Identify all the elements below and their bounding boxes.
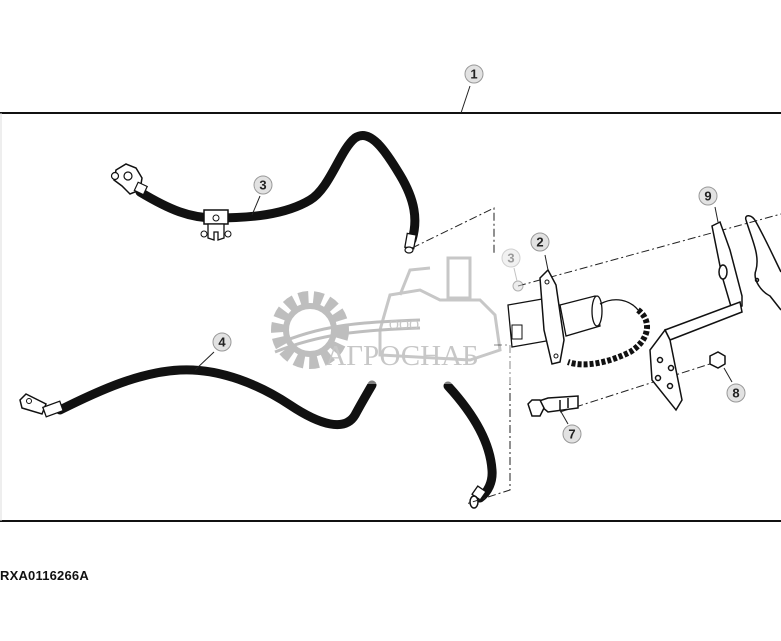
- battery-cable-3: [110, 131, 420, 254]
- svg-text:2: 2: [536, 235, 543, 250]
- callout-3[interactable]: 3: [253, 175, 273, 195]
- callout-4[interactable]: 4: [212, 332, 232, 352]
- nut-8: [709, 351, 733, 383]
- watermark-prefix: ООО: [389, 318, 419, 333]
- svg-text:8: 8: [732, 386, 739, 401]
- solenoid-2: [507, 254, 650, 368]
- svg-text:4: 4: [218, 335, 226, 350]
- svg-text:3: 3: [507, 251, 514, 266]
- svg-text:9: 9: [704, 189, 711, 204]
- svg-text:3: 3: [259, 178, 266, 193]
- mounting-bracket-9: [649, 220, 743, 412]
- watermark-logo: ООО АГРОСНАБ: [262, 256, 512, 384]
- gear-icon: [271, 291, 349, 369]
- callout-2[interactable]: 2: [530, 232, 550, 252]
- callout-7[interactable]: 7: [562, 424, 582, 444]
- bolt-7: [527, 395, 579, 417]
- assembly-reference-lines: [411, 207, 781, 505]
- callout-9[interactable]: 9: [698, 186, 718, 206]
- watermark-name: АГРОСНАБ: [325, 340, 478, 372]
- nut-small: [512, 267, 524, 292]
- callout-3-faded[interactable]: 3: [501, 248, 521, 268]
- partial-plate: [744, 215, 781, 311]
- ground-cable-4: [19, 351, 497, 509]
- callout-1[interactable]: 1: [464, 64, 484, 84]
- battery-terminal-clamp-icon: [110, 163, 149, 196]
- cable-clamp-icon: [200, 209, 232, 241]
- callout-8[interactable]: 8: [726, 383, 746, 403]
- svg-text:1: 1: [470, 67, 477, 82]
- figure-id-label: RXA0116266A: [0, 568, 89, 583]
- svg-text:7: 7: [568, 427, 575, 442]
- combine-harvester-icon: [378, 256, 502, 362]
